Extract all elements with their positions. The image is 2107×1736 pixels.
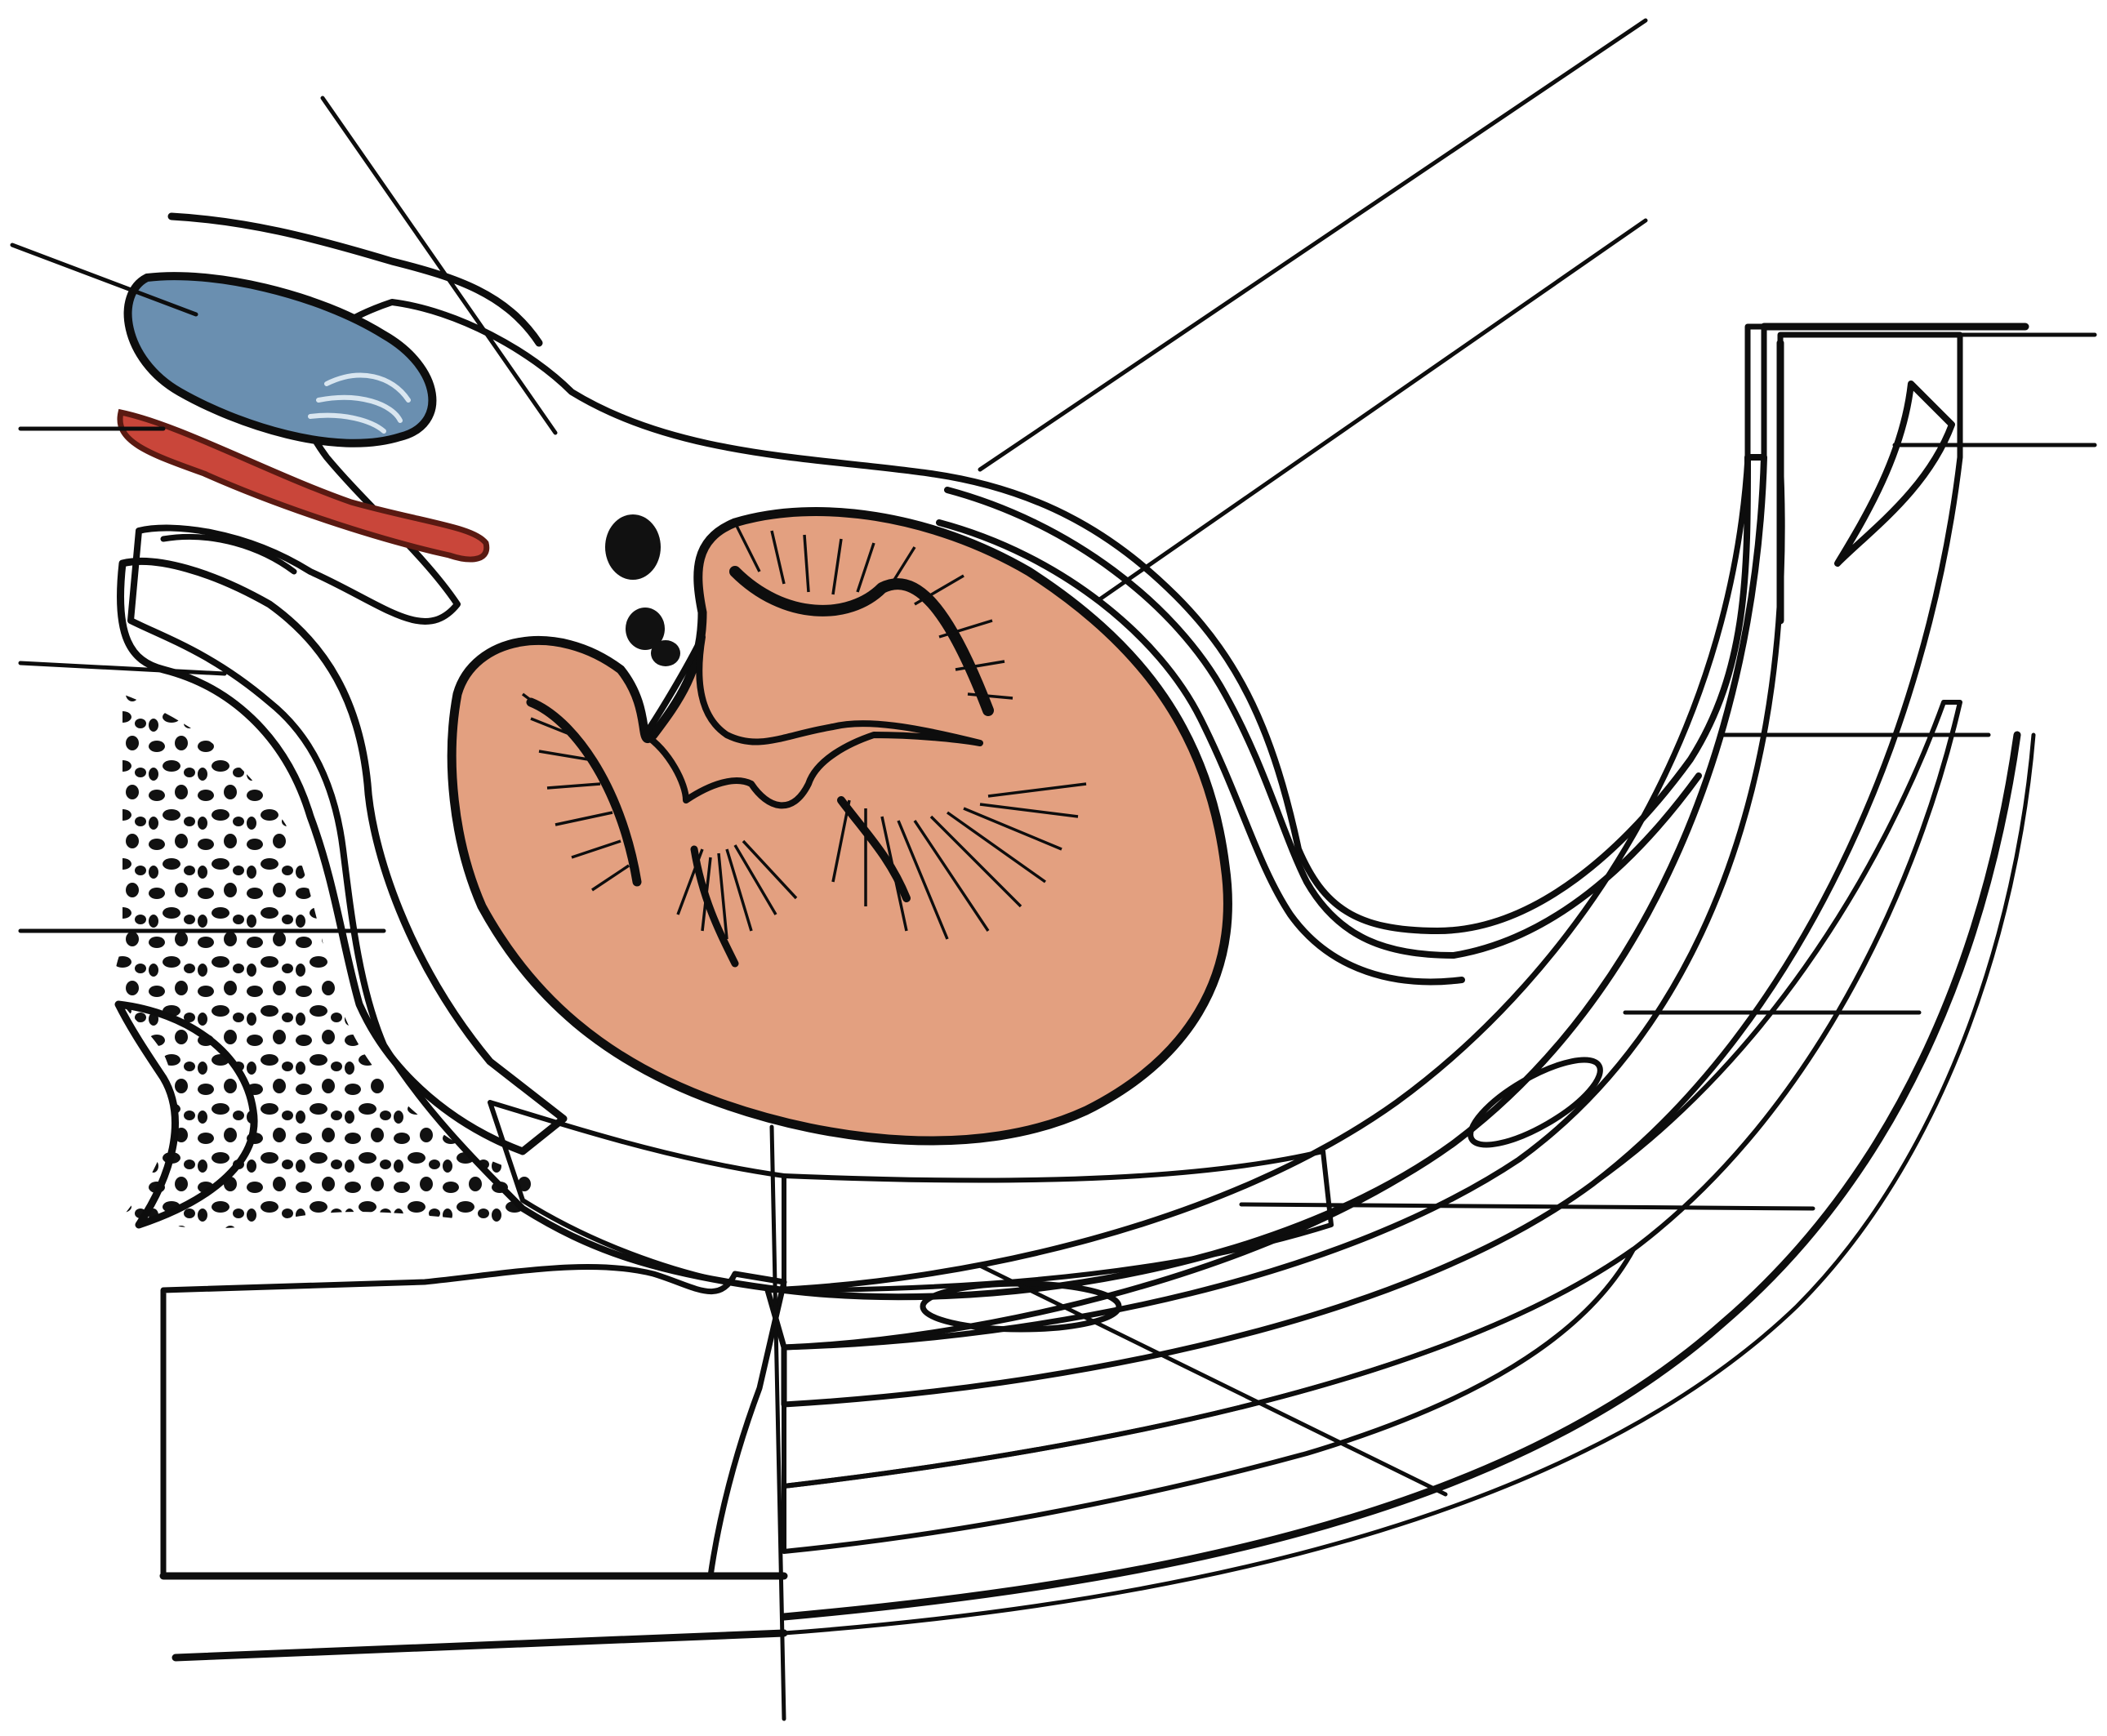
- gland-fold-striations: [521, 522, 1087, 940]
- vein-cross-section: [123, 272, 437, 447]
- gland-organ: [447, 507, 1232, 1146]
- leader-line-upper-left-muscle: [18, 661, 227, 676]
- curved-muscle-layers: [764, 323, 2036, 1636]
- peritoneum-outline: [160, 212, 543, 575]
- connective-tissue-space: [127, 299, 1767, 1301]
- leader-lines: [10, 18, 2097, 1721]
- leader-line-bottom-diagonal: [978, 1263, 1448, 1497]
- leader-line-top-right-short: [1096, 218, 1648, 603]
- artery-cross-section: [117, 408, 490, 563]
- left-bone-region: [114, 558, 568, 1229]
- leader-line-right-bottom: [1239, 1202, 1815, 1211]
- lower-left-muscle-block: [159, 1263, 788, 1662]
- leader-line-top-right-long: [978, 18, 1648, 472]
- leader-line-vein: [10, 243, 198, 317]
- leader-line-top-left-diagonal: [320, 96, 558, 435]
- lymph-nodes: [605, 514, 680, 666]
- leader-line-bottom-vertical: [769, 1124, 786, 1721]
